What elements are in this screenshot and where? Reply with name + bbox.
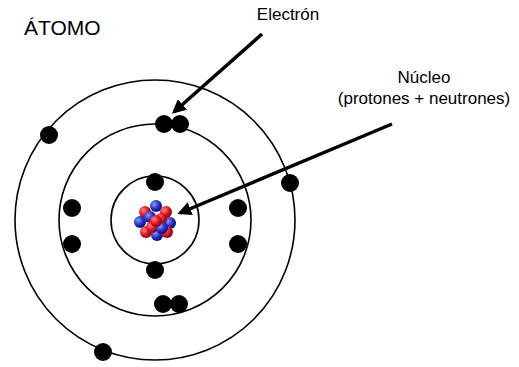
electron-dot (155, 115, 173, 133)
orbits (15, 80, 295, 360)
leader-arrow (180, 124, 392, 213)
orbit (59, 124, 251, 316)
leader-arrow (174, 34, 262, 112)
electron-dot (146, 261, 164, 279)
nucleus-label: Núcleo (398, 68, 451, 88)
electron-dot (94, 343, 112, 361)
electrons (40, 115, 299, 361)
electron-dot (229, 199, 247, 217)
diagram-title: ÁTOMO (24, 16, 101, 40)
electron-dot (171, 115, 189, 133)
electron-dot (154, 295, 172, 313)
electron-label: Electrón (257, 5, 319, 25)
electron-dot (146, 173, 164, 191)
neutron (150, 200, 162, 212)
electron-dot (40, 126, 58, 144)
proton (150, 215, 162, 227)
leader-arrows (174, 34, 392, 213)
electron-dot (170, 295, 188, 313)
nucleus-detail-label: (protones + neutrones) (338, 89, 510, 109)
electron-dot (281, 174, 299, 192)
electron-dot (229, 235, 247, 253)
orbit (15, 80, 295, 360)
nucleus (134, 200, 176, 241)
electron-dot (63, 199, 81, 217)
electron-dot (63, 235, 81, 253)
